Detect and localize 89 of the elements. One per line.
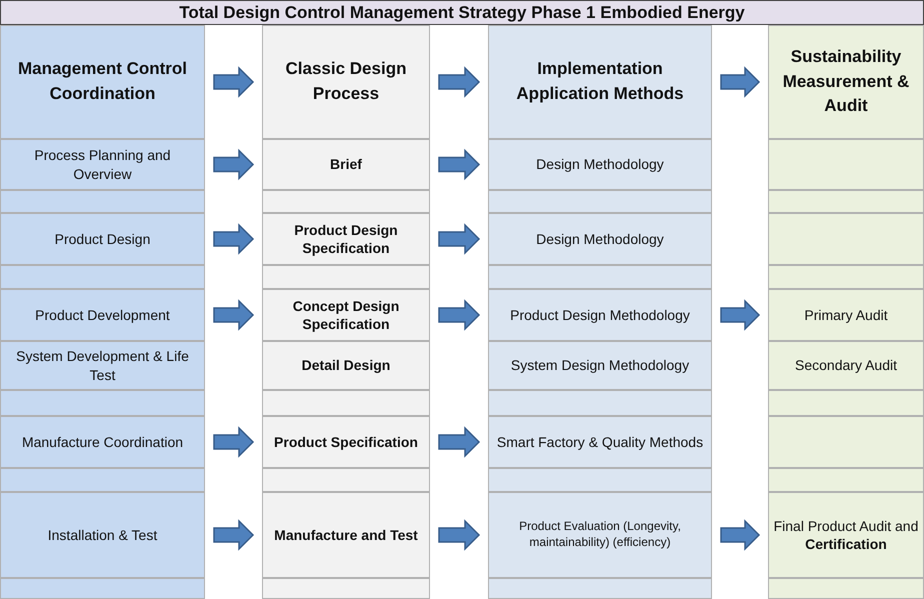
table-cell [488, 289, 712, 341]
block-arrow [213, 299, 254, 331]
table-cell [768, 341, 924, 390]
block-arrow [438, 66, 480, 98]
cell-text: Detail Design [302, 356, 390, 375]
empty-cell [768, 265, 924, 289]
block-arrow [213, 223, 254, 255]
table-cell [488, 213, 712, 265]
cell-text: Product Development [35, 306, 170, 324]
cell-text: Product Design Specification [293, 220, 399, 258]
empty-cell [262, 390, 430, 416]
header-cell [768, 25, 924, 139]
cell-text: Process Planning and Overview [33, 146, 172, 183]
cell-text: Design Methodology [536, 155, 664, 174]
empty-cell [262, 578, 430, 599]
table-cell [768, 289, 924, 341]
empty-cell [768, 139, 924, 190]
block-arrow [720, 299, 760, 331]
cell-text: Smart Factory & Quality Methods [496, 432, 704, 452]
empty-cell [0, 468, 205, 492]
block-arrow [213, 148, 254, 180]
table-cell [0, 213, 205, 265]
block-arrow [720, 519, 760, 551]
table-cell [262, 213, 430, 265]
table-cell [262, 139, 430, 190]
header-cell [262, 25, 430, 139]
table-cell [488, 341, 712, 390]
cell-text: Final Product Audit and Certification [772, 516, 920, 554]
block-arrow [438, 148, 480, 180]
empty-cell [0, 390, 205, 416]
empty-cell [768, 578, 924, 599]
cell-text: Primary Audit [804, 306, 888, 324]
empty-cell [0, 265, 205, 289]
header-cell [488, 25, 712, 139]
header-cell [0, 25, 205, 139]
empty-cell [768, 213, 924, 265]
table-cell [768, 492, 924, 578]
empty-cell [0, 190, 205, 213]
cell-text: System Development & Life Test [15, 347, 190, 384]
block-arrow [438, 519, 480, 551]
block-arrow [213, 519, 254, 551]
table-cell [0, 416, 205, 468]
empty-cell [0, 578, 205, 599]
table-cell [0, 492, 205, 578]
table-cell [262, 289, 430, 341]
cell-text: System Design Methodology [510, 356, 690, 375]
empty-cell [768, 390, 924, 416]
block-arrow [438, 223, 480, 255]
cell-text: Secondary Audit [795, 356, 897, 375]
table-cell [488, 139, 712, 190]
empty-cell [488, 578, 712, 599]
cell-text: Product Design [54, 230, 150, 248]
column-heading: Implementation Application Methods [515, 58, 685, 105]
cell-text: Brief [330, 155, 362, 174]
cell-text: Manufacture Coordination [22, 432, 184, 452]
empty-cell [768, 416, 924, 468]
column-heading: Management Control Coordination [16, 58, 188, 105]
cell-text: Installation & Test [48, 526, 158, 544]
column-heading: Classic Design Process [284, 58, 408, 105]
table-cell [0, 139, 205, 190]
cell-text: Product Evaluation (Longevity, maintainability) (efficiency) [518, 519, 682, 551]
empty-cell [768, 468, 924, 492]
empty-cell [488, 390, 712, 416]
empty-cell [488, 468, 712, 492]
block-arrow [213, 426, 254, 458]
block-arrow [720, 66, 760, 98]
table-cell [0, 341, 205, 390]
empty-cell [262, 468, 430, 492]
empty-cell [768, 190, 924, 213]
title-bar: Total Design Control Management Strategy Phase 1 Embodied Energy [0, 0, 924, 25]
table-cell [488, 492, 712, 578]
cell-text: Concept Design Specification [292, 296, 400, 334]
cell-text: Manufacture and Test [274, 526, 418, 544]
cell-text: Product Specification [274, 432, 418, 452]
cell-text: Product Design Methodology [510, 306, 690, 324]
empty-cell [262, 190, 430, 213]
table-cell [488, 416, 712, 468]
column-heading: Sustainability Measurement & Audit [782, 46, 910, 118]
empty-cell [262, 265, 430, 289]
block-arrow [213, 66, 254, 98]
table-cell [262, 416, 430, 468]
table-cell [262, 492, 430, 578]
table-cell [262, 341, 430, 390]
block-arrow [438, 299, 480, 331]
cell-text: Design Methodology [536, 230, 664, 248]
block-arrow [438, 426, 480, 458]
empty-cell [488, 190, 712, 213]
table-cell [0, 289, 205, 341]
empty-cell [488, 265, 712, 289]
